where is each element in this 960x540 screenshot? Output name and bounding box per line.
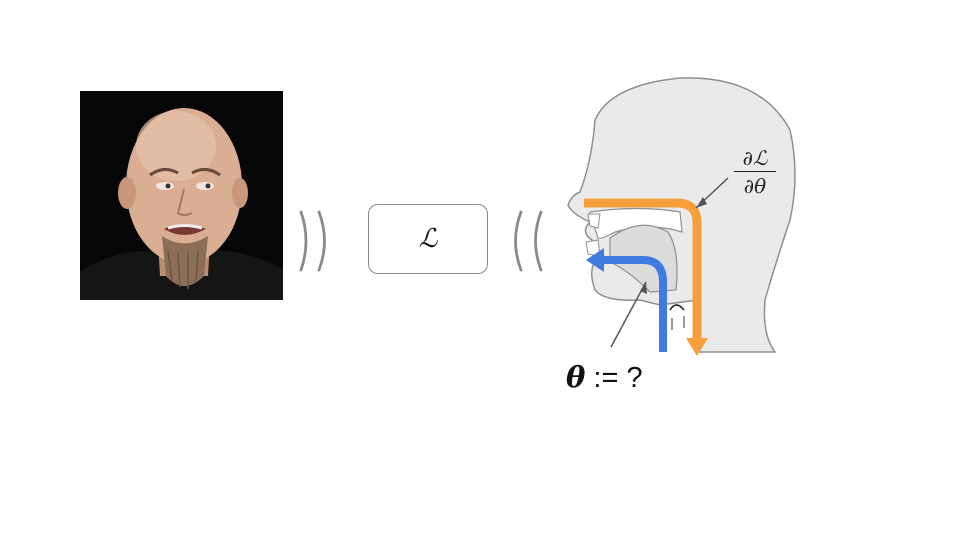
vocal-tract-head-icon [567,77,796,356]
face-photo [80,91,283,300]
face-photo-illustration [80,91,283,300]
theta-symbol: θ [566,360,586,394]
parameter-label: θ := ? [566,360,643,395]
param-pointer-line [610,281,647,348]
assignment-text: := ? [585,362,643,394]
sound-waves-left-icon [299,210,326,272]
forward-gradient-arrow [584,198,702,342]
sound-waves-right-icon [514,210,543,272]
gradient-denominator: ∂θ [734,171,776,196]
loss-symbol: ℒ [418,224,438,254]
gradient-numerator: ∂ℒ [742,146,768,170]
head-silhouette [567,77,796,353]
loss-function-box: ℒ [368,204,488,274]
parameter-arrow [602,256,667,352]
gradient-label: ∂ℒ ∂θ [734,148,776,196]
